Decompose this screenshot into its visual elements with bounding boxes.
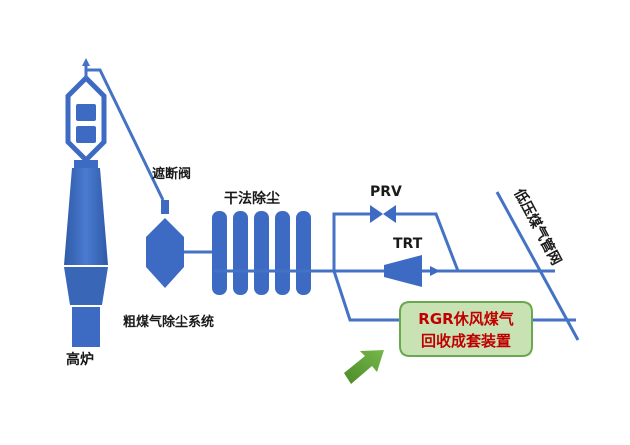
green-pointer-arrow-icon	[344, 350, 384, 384]
rgr-title-line2: 回收成套装置	[421, 332, 511, 350]
blast-furnace	[64, 58, 108, 347]
dry-dedusting-filters	[212, 211, 330, 295]
dry-dedusting-label: 干法除尘	[224, 190, 280, 207]
crude-gas-dust-catcher	[146, 200, 184, 288]
rgr-title-line1: RGR休风煤气	[418, 310, 513, 328]
trt-turbine-icon	[384, 255, 440, 287]
prv-valve-icon	[370, 205, 396, 223]
crude-gas-dedusting-label: 粗煤气除尘系统	[123, 314, 214, 330]
blast-furnace-label: 高炉	[66, 351, 94, 368]
low-pressure-network-label: 低压煤气管网	[510, 185, 565, 268]
prv-label: PRV	[370, 184, 402, 200]
shutoff-valve-icon	[161, 200, 169, 214]
shutoff-valve-label: 遮断阀	[152, 166, 191, 182]
furnace-gas-pipe	[84, 68, 165, 201]
rgr-device-box	[399, 301, 533, 357]
trt-label: TRT	[393, 236, 423, 252]
